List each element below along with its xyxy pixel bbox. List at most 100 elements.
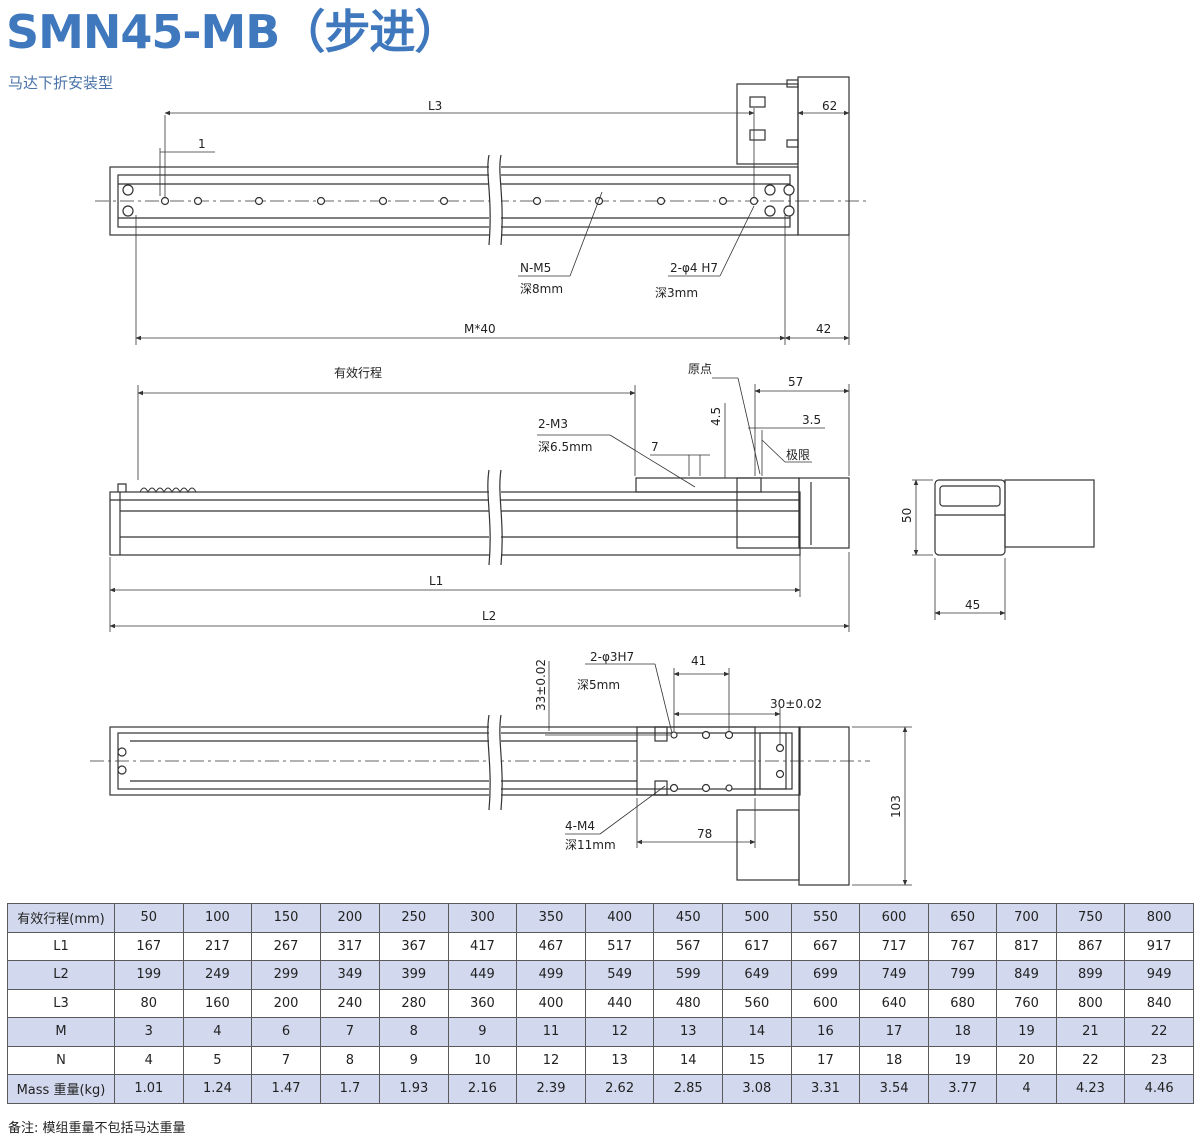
table-cell: 399	[378, 960, 449, 990]
table-cell: 150	[251, 903, 321, 933]
table-cell: 560	[722, 988, 792, 1018]
table-cell: 417	[447, 931, 518, 961]
table-cell: 9	[447, 1017, 518, 1047]
table-cell: 21	[1055, 1017, 1126, 1047]
row-label: L1	[7, 931, 115, 961]
row-label: 有效行程(mm)	[7, 903, 115, 933]
table-cell: 1.93	[378, 1074, 449, 1104]
table-cell: 499	[516, 960, 586, 990]
callout-m4-depth: 深11mm	[565, 838, 616, 852]
table-cell: 13	[653, 1017, 724, 1047]
table-cell: 17	[790, 1045, 861, 1075]
table-cell: 300	[447, 903, 518, 933]
table-cell: 10	[447, 1045, 518, 1075]
table-cell: 1.01	[114, 1074, 184, 1104]
dim-103: 103	[889, 795, 903, 818]
callout-m3-depth: 深6.5mm	[538, 440, 592, 454]
table-cell: 799	[927, 960, 998, 990]
table-cell: 200	[319, 903, 380, 933]
callout-phi3-depth: 深5mm	[577, 678, 620, 692]
table-cell: 13	[584, 1045, 655, 1075]
table-cell: 917	[1124, 931, 1194, 961]
dim-4-5: 4.5	[709, 407, 723, 426]
table-cell: 1.47	[251, 1074, 321, 1104]
table-cell: 22	[1124, 1017, 1194, 1047]
table-cell: 367	[378, 931, 449, 961]
dim-30: 30±0.02	[770, 697, 822, 711]
table-cell: 8	[378, 1017, 449, 1047]
table-cell: 12	[584, 1017, 655, 1047]
table-cell: 3.77	[927, 1074, 998, 1104]
callout-phi4: 2-φ4 H7	[670, 261, 718, 275]
table-cell: 4.46	[1124, 1074, 1194, 1104]
table-cell: 449	[447, 960, 518, 990]
table-cell: 517	[584, 931, 655, 961]
table-cell: 680	[927, 988, 998, 1018]
table-cell: 1.7	[319, 1074, 380, 1104]
limit-label: 极限	[786, 448, 810, 462]
table-cell: 717	[859, 931, 929, 961]
row-label: N	[7, 1045, 115, 1075]
dim-45-end: 45	[965, 598, 980, 612]
row-label: L3	[7, 988, 115, 1018]
table-cell: 400	[584, 903, 655, 933]
dim-l2: L2	[482, 609, 496, 623]
table-cell: 217	[182, 931, 253, 961]
table-cell: 4	[996, 1074, 1057, 1104]
callout-m4: 4-M4	[565, 819, 595, 833]
table-cell: 50	[114, 903, 184, 933]
table-cell: 1.24	[182, 1074, 253, 1104]
dim-7: 7	[651, 440, 659, 454]
table-cell: 7	[251, 1045, 321, 1075]
technical-drawing: L3 62 1 N-M5 深8mm 2-φ4 H7 深3mm M*40 42	[90, 76, 1095, 886]
table-cell: 317	[319, 931, 380, 961]
dim-78: 78	[697, 827, 712, 841]
dim-m40: M*40	[464, 322, 496, 336]
table-cell: 500	[722, 903, 792, 933]
dim-41: 41	[691, 654, 706, 668]
table-cell: 249	[182, 960, 253, 990]
table-cell: 167	[114, 931, 184, 961]
top-view	[95, 76, 870, 345]
table-cell: 22	[1055, 1045, 1126, 1075]
table-cell: 2.85	[653, 1074, 724, 1104]
dim-33: 33±0.02	[534, 659, 548, 711]
end-view-labels: 50 45	[900, 508, 980, 612]
table-cell: 2.62	[584, 1074, 655, 1104]
table-cell: 20	[996, 1045, 1057, 1075]
dim-1: 1	[198, 137, 206, 151]
table-cell: 200	[251, 988, 321, 1018]
bottom-view	[90, 661, 912, 886]
table-cell: 640	[859, 988, 929, 1018]
table-cell: 240	[319, 988, 380, 1018]
dim-42: 42	[816, 322, 831, 336]
callout-phi4-depth: 深3mm	[655, 286, 698, 300]
table-cell: 599	[653, 960, 724, 990]
table-cell: 450	[653, 903, 724, 933]
table-cell: 12	[516, 1045, 586, 1075]
table-cell: 16	[790, 1017, 861, 1047]
table-cell: 8	[319, 1045, 380, 1075]
row-label: L2	[7, 960, 115, 990]
dim-l3: L3	[428, 99, 442, 113]
table-cell: 699	[790, 960, 861, 990]
dim-62: 62	[822, 99, 837, 113]
table-cell: 250	[378, 903, 449, 933]
table-cell: 800	[1124, 903, 1194, 933]
table-cell: 549	[584, 960, 655, 990]
table-cell: 160	[182, 988, 253, 1018]
dim-57: 57	[788, 375, 803, 389]
table-cell: 600	[790, 988, 861, 1018]
origin-label: 原点	[688, 362, 712, 376]
table-cell: 650	[927, 903, 998, 933]
top-view-labels: L3 62 1 N-M5 深8mm 2-φ4 H7 深3mm M*40 42	[198, 99, 837, 336]
table-cell: 567	[653, 931, 724, 961]
table-cell: 849	[996, 960, 1057, 990]
table-cell: 817	[996, 931, 1057, 961]
table-cell: 280	[378, 988, 449, 1018]
table-cell: 949	[1124, 960, 1194, 990]
